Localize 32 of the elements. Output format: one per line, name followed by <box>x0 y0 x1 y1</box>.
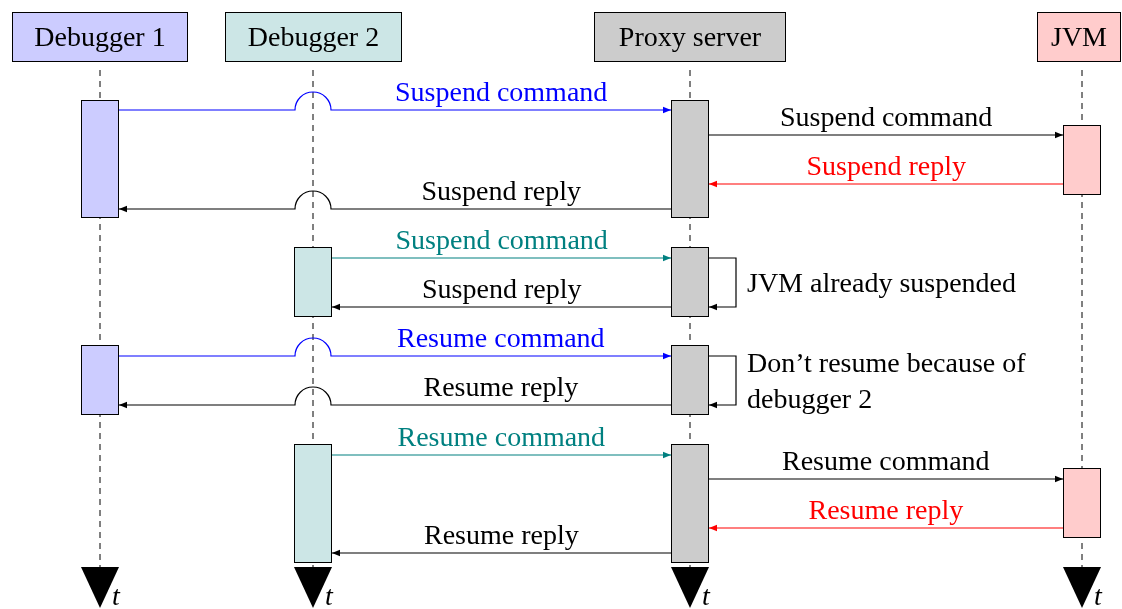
activation-bar <box>1063 468 1101 538</box>
lifeline-header: Debugger 2 <box>225 12 402 62</box>
time-label: t <box>1094 582 1102 609</box>
activation-bar <box>1063 125 1101 195</box>
message-arrow <box>708 355 737 409</box>
message-arrow <box>708 257 737 311</box>
lifeline-header: Proxy server <box>594 12 786 62</box>
message-arrow <box>331 451 672 459</box>
activation-bar <box>671 444 709 563</box>
activation-bar <box>671 345 709 415</box>
activation-bar <box>671 100 709 218</box>
activation-bar <box>294 444 332 563</box>
message-arrow <box>118 386 672 409</box>
message-arrow <box>118 190 672 213</box>
message-arrow <box>331 549 672 557</box>
time-label: t <box>112 582 120 609</box>
message-arrow <box>331 303 672 311</box>
message-arrow <box>708 524 1064 532</box>
activation-bar <box>81 100 119 218</box>
message-arrow <box>708 131 1064 139</box>
activation-bar <box>81 345 119 415</box>
message-arrow <box>708 180 1064 188</box>
activation-bar <box>671 247 709 317</box>
time-label: t <box>325 582 333 609</box>
message-arrow <box>118 337 672 360</box>
message-arrow <box>708 475 1064 483</box>
message-arrow <box>118 91 672 114</box>
time-label: t <box>702 582 710 609</box>
activation-bar <box>294 247 332 317</box>
lifeline-header: Debugger 1 <box>12 12 188 62</box>
message-arrow <box>331 254 672 262</box>
lifeline-header: JVM <box>1037 12 1121 62</box>
